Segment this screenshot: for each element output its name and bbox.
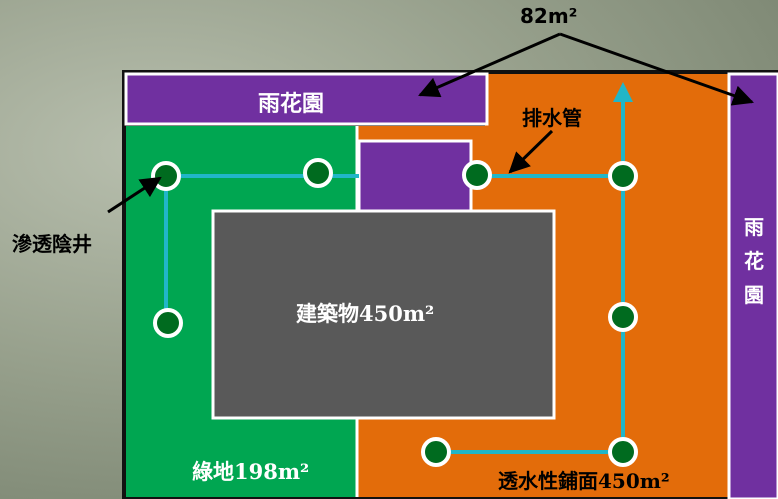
arrow-icon-area-right <box>559 32 754 106</box>
infiltration-wells <box>151 158 638 467</box>
arrow-icon-pipe <box>508 129 554 174</box>
building <box>211 209 556 420</box>
well-icon <box>151 161 181 191</box>
rain-garden-top-label: 雨花園 <box>258 91 325 117</box>
well-icon <box>608 161 638 191</box>
well-icon <box>421 437 451 467</box>
rain-garden-right <box>727 72 778 499</box>
well-icon <box>153 308 183 338</box>
well-icon <box>608 437 638 467</box>
building-label: 建築物450m² <box>296 301 435 326</box>
rain-garden-small <box>357 139 473 213</box>
well-icon <box>303 158 333 188</box>
rain-garden-right-label: 雨花園 <box>744 215 764 307</box>
green-land-label: 綠地198m² <box>192 459 310 484</box>
callout-arrows <box>107 32 754 214</box>
well-label: 滲透陰井 <box>12 232 92 256</box>
well-icon <box>608 302 638 332</box>
permeable-paving-area-top <box>485 74 728 134</box>
paving-label: 透水性鋪面450m² <box>498 469 670 493</box>
arrow-icon-well <box>107 176 162 214</box>
area-top-label: 82m² <box>520 4 578 28</box>
well-icon <box>462 160 492 190</box>
pipe-label: 排水管 <box>522 106 582 130</box>
arrow-icon-area-left <box>418 32 561 98</box>
